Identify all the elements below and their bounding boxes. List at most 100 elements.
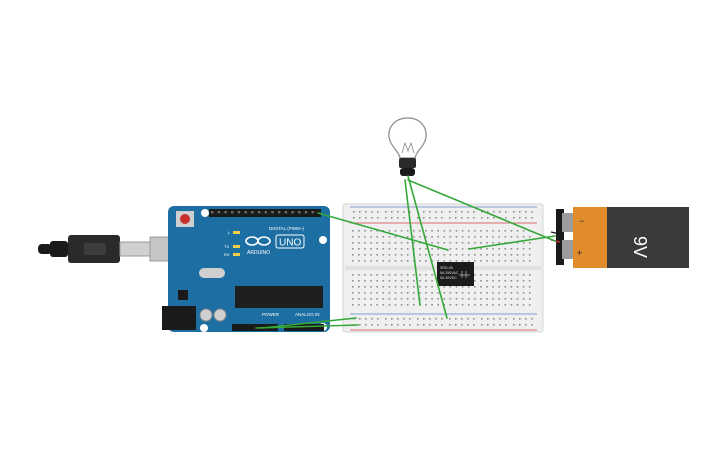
breadboard-hole[interactable] (461, 217, 463, 219)
breadboard-hole[interactable] (391, 211, 393, 213)
breadboard-hole[interactable] (365, 211, 367, 213)
breadboard-hole[interactable] (364, 286, 366, 288)
breadboard-hole[interactable] (370, 298, 372, 300)
breadboard-hole[interactable] (510, 274, 513, 276)
breadboard-hole[interactable] (467, 318, 469, 320)
breadboard-hole[interactable] (419, 292, 421, 294)
breadboard-hole[interactable] (474, 274, 476, 276)
breadboard-hole[interactable] (370, 242, 372, 244)
breadboard-hole[interactable] (510, 260, 513, 262)
breadboard-hole[interactable] (437, 298, 439, 300)
breadboard-hole[interactable] (461, 248, 464, 250)
header-pin[interactable] (264, 211, 267, 214)
breadboard-hole[interactable] (481, 211, 483, 213)
breadboard-hole[interactable] (522, 286, 525, 288)
breadboard-hole[interactable] (498, 254, 500, 256)
breadboard-hole[interactable] (377, 318, 379, 320)
breadboard-hole[interactable] (486, 292, 488, 294)
breadboard-hole[interactable] (431, 286, 433, 288)
breadboard-hole[interactable] (406, 236, 409, 238)
breadboard-hole[interactable] (385, 217, 387, 219)
breadboard-hole[interactable] (492, 286, 494, 288)
breadboard-hole[interactable] (358, 286, 360, 288)
breadboard-hole[interactable] (382, 242, 385, 244)
breadboard-hole[interactable] (423, 324, 425, 326)
breadboard-hole[interactable] (419, 280, 421, 282)
breadboard-hole[interactable] (425, 248, 427, 250)
breadboard-hole[interactable] (510, 304, 513, 306)
breadboard-hole[interactable] (364, 280, 366, 282)
breadboard-hole[interactable] (504, 304, 507, 306)
breadboard-hole[interactable] (461, 236, 464, 238)
breadboard-hole[interactable] (394, 292, 397, 294)
breadboard-hole[interactable] (385, 318, 387, 320)
breadboard-hole[interactable] (431, 274, 433, 276)
breadboard-hole[interactable] (480, 280, 482, 282)
breadboard-hole[interactable] (510, 248, 513, 250)
breadboard-hole[interactable] (461, 242, 464, 244)
breadboard-hole[interactable] (455, 242, 458, 244)
breadboard-hole[interactable] (443, 254, 446, 256)
breadboard-hole[interactable] (376, 292, 378, 294)
breadboard-hole[interactable] (473, 318, 475, 320)
breadboard-hole[interactable] (492, 242, 494, 244)
breadboard-hole[interactable] (474, 260, 476, 262)
breadboard-hole[interactable] (480, 254, 482, 256)
breadboard-hole[interactable] (429, 318, 431, 320)
breadboard-hole[interactable] (522, 248, 525, 250)
header-pin[interactable] (231, 211, 234, 214)
breadboard-hole[interactable] (437, 254, 439, 256)
wire-bulb-to-relay[interactable] (407, 175, 448, 319)
breadboard-hole[interactable] (461, 304, 464, 306)
breadboard-hole[interactable] (364, 274, 366, 276)
breadboard-hole[interactable] (358, 298, 360, 300)
breadboard-hole[interactable] (431, 298, 433, 300)
breadboard-hole[interactable] (371, 324, 373, 326)
breadboard-hole[interactable] (358, 274, 360, 276)
breadboard-hole[interactable] (493, 318, 495, 320)
breadboard-hole[interactable] (394, 242, 397, 244)
breadboard-hole[interactable] (461, 230, 464, 232)
breadboard-hole[interactable] (487, 318, 489, 320)
breadboard-hole[interactable] (499, 318, 501, 320)
breadboard-hole[interactable] (486, 304, 488, 306)
breadboard-hole[interactable] (449, 254, 452, 256)
breadboard-hole[interactable] (519, 318, 521, 320)
breadboard-hole[interactable] (498, 260, 500, 262)
breadboard-hole[interactable] (403, 318, 405, 320)
breadboard-hole[interactable] (467, 211, 469, 213)
breadboard-hole[interactable] (417, 217, 419, 219)
breadboard-hole[interactable] (382, 260, 385, 262)
breadboard-hole[interactable] (406, 248, 409, 250)
breadboard-hole[interactable] (382, 292, 385, 294)
breadboard-hole[interactable] (409, 324, 411, 326)
breadboard-hole[interactable] (423, 211, 425, 213)
breadboard-hole[interactable] (492, 236, 494, 238)
breadboard-hole[interactable] (394, 236, 397, 238)
breadboard-hole[interactable] (382, 280, 385, 282)
breadboard-hole[interactable] (504, 260, 507, 262)
header-pin[interactable] (278, 211, 281, 214)
breadboard-hole[interactable] (364, 298, 366, 300)
breadboard-hole[interactable] (352, 274, 354, 276)
breadboard-hole[interactable] (388, 236, 391, 238)
breadboard-hole[interactable] (419, 286, 421, 288)
breadboard-hole[interactable] (359, 217, 361, 219)
breadboard-hole[interactable] (364, 242, 366, 244)
breadboard-hole[interactable] (406, 242, 409, 244)
breadboard-hole[interactable] (406, 286, 409, 288)
breadboard-hole[interactable] (516, 304, 519, 306)
breadboard-hole[interactable] (513, 211, 515, 213)
breadboard-hole[interactable] (528, 280, 531, 282)
breadboard-hole[interactable] (455, 292, 458, 294)
breadboard-hole[interactable] (504, 248, 507, 250)
breadboard-hole[interactable] (522, 280, 525, 282)
breadboard-hole[interactable] (455, 254, 458, 256)
breadboard-hole[interactable] (352, 292, 354, 294)
breadboard-hole[interactable] (406, 274, 409, 276)
breadboard-hole[interactable] (394, 254, 397, 256)
breadboard-hole[interactable] (492, 274, 494, 276)
breadboard-hole[interactable] (370, 280, 372, 282)
breadboard-hole[interactable] (376, 230, 378, 232)
breadboard-hole[interactable] (431, 236, 433, 238)
